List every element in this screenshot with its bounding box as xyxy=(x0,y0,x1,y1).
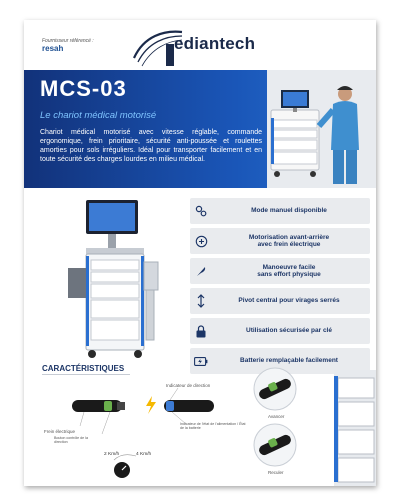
forward-handle-icon xyxy=(253,367,297,411)
callout-button: Bouton contrôle de la direction xyxy=(54,436,88,445)
features-list: Mode manuel disponible Motorisation avan… xyxy=(190,198,370,378)
battery-icon xyxy=(190,348,212,374)
gears-icon xyxy=(190,198,212,224)
callout-direction: Indicateur de direction xyxy=(166,383,211,388)
reculer-label: Reculer xyxy=(268,470,284,475)
motor-icon xyxy=(190,228,212,254)
backward-handle-icon xyxy=(253,423,297,467)
product-subtitle: Le chariot médical motorisé xyxy=(40,110,157,121)
feature-text: Motorisation avant-arrière xyxy=(248,233,330,241)
product-description: Chariot médical motorisé avec vitesse ré… xyxy=(40,129,262,163)
speed-high: 4 Km/h xyxy=(136,452,152,457)
nurse-with-cart-illustration xyxy=(267,70,376,188)
product-sheet: Fournisseur référencé : resah ediantech … xyxy=(24,20,376,486)
speed-low: 2 Km/h xyxy=(104,452,120,457)
brand-logo-icon xyxy=(132,30,183,67)
avancer-label: Avancer xyxy=(268,414,285,419)
lock-key-icon xyxy=(190,318,212,344)
feature-text: Mode manuel disponible xyxy=(251,207,327,215)
supplier-logo: resah xyxy=(42,44,64,53)
feature-item-key-security: Utilisation sécurisée par clé xyxy=(190,318,370,344)
vertical-arrows-icon xyxy=(190,288,212,314)
feature-text: sans effort physique xyxy=(257,271,321,278)
feature-item-manual-mode: Mode manuel disponible xyxy=(190,198,370,224)
cart-product-image xyxy=(68,200,159,358)
hero-photo xyxy=(267,70,376,188)
callout-brake: Frein électrique xyxy=(44,429,76,434)
feature-text: Batterie remplaçable facilement xyxy=(240,357,338,365)
product-title: MCS-03 xyxy=(40,76,127,101)
characteristics-underline xyxy=(42,374,130,375)
callout-power: Indicateur de l'état de l'alimentation /… xyxy=(180,422,246,431)
brand-name: ediantech xyxy=(174,34,256,53)
feature-text: Utilisation sécurisée par clé xyxy=(246,327,332,335)
cart-detail-image xyxy=(334,370,376,486)
characteristics-title: CARACTÉRISTIQUES xyxy=(42,364,125,373)
controls-illustration xyxy=(72,387,214,478)
feature-text: avec frein électrique xyxy=(257,241,321,248)
feature-text: Manoeuvre facile xyxy=(262,263,316,271)
feature-text: Pivot central pour virages serrés xyxy=(238,297,340,305)
feather-icon xyxy=(190,258,212,284)
feature-item-central-pivot: Pivot central pour virages serrés xyxy=(190,288,370,314)
supplier-label: Fournisseur référencé : xyxy=(42,38,94,44)
